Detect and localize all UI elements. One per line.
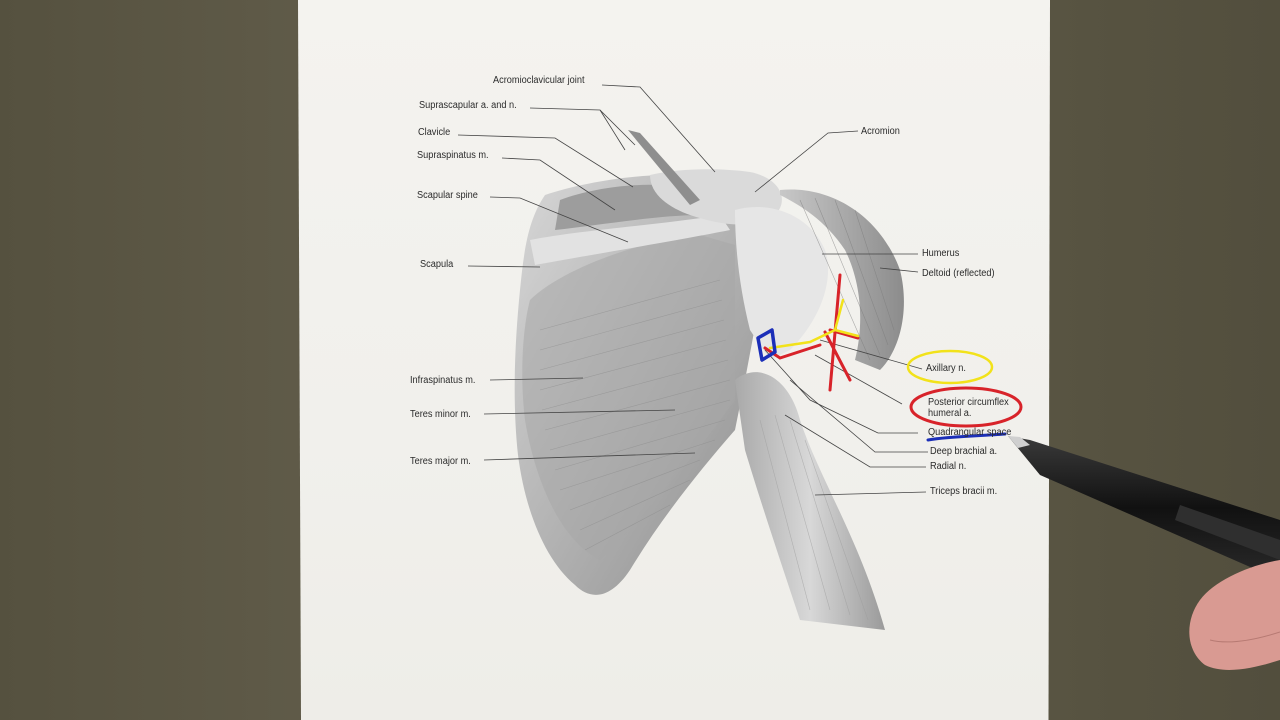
label-posterior-circumflex: Posterior circumflex humeral a. [928,397,1009,419]
label-acromioclavicular-joint: Acromioclavicular joint [493,75,585,86]
label-deep-brachial: Deep brachial a. [930,446,998,457]
humerus-drawing [735,206,885,630]
label-axillary: Axillary n. [926,363,966,374]
label-scapula: Scapula [420,259,454,270]
label-teres-minor: Teres minor m. [410,409,471,420]
label-teres-major: Teres major m. [410,456,471,467]
label-suprascapular: Suprascapular a. and n. [419,100,517,111]
scapula-drawing [514,175,760,595]
label-quadrangular-space: Quadrangular space [928,427,1012,438]
label-humerus: Humerus [922,248,960,259]
label-supraspinatus: Supraspinatus m. [417,150,489,161]
label-scapular-spine: Scapular spine [417,190,478,201]
annotation-marks [756,273,1023,442]
label-infraspinatus: Infraspinatus m. [410,375,476,386]
label-triceps: Triceps bracii m. [930,486,998,497]
label-acromion: Acromion [861,126,900,137]
deltoid-drawing [780,189,904,370]
label-deltoid: Deltoid (reflected) [922,268,995,279]
hand-icon [1189,560,1280,670]
pen-icon [1008,436,1280,580]
label-clavicle: Clavicle [418,127,451,138]
leader-lines [457,84,928,496]
label-radial: Radial n. [930,461,967,472]
